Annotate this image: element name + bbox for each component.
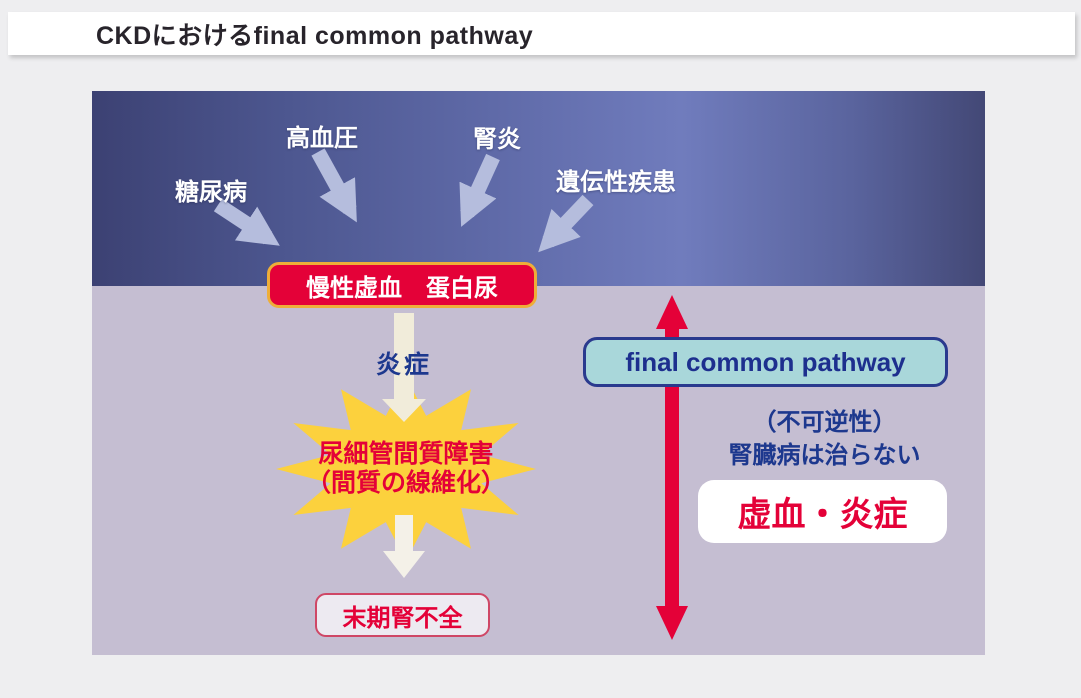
irreversible-note: （不可逆性） 腎臓病は治らない — [652, 406, 985, 472]
cause-label-nephritis: 腎炎 — [473, 126, 521, 153]
cause-arrow-diabetes-icon — [213, 198, 280, 246]
cause-label-hypertension: 高血圧 — [286, 125, 358, 152]
cause-arrow-nephritis-icon — [459, 153, 500, 227]
diagram-panel: 糖尿病 高血圧 腎炎 遺伝性疾患 慢性虚血 蛋白尿 炎症 尿細管間質障害 （間質… — [92, 91, 985, 655]
ischemia-inflammation-box: 虚血・炎症 — [698, 480, 947, 543]
cause-arrow-hereditary-icon — [538, 194, 594, 253]
starburst-text: 尿細管間質障害 （間質の線維化） — [276, 440, 536, 498]
starburst-text-line1: 尿細管間質障害 — [318, 440, 494, 468]
diagram-shapes — [213, 148, 688, 640]
cause-arrow-icons — [213, 148, 594, 253]
down-arrow-inflammation-icon — [382, 313, 426, 422]
starburst-shape — [276, 377, 536, 561]
inflammation-label: 炎症 — [375, 351, 432, 379]
page-title: CKDにおけるfinal common pathway — [96, 21, 534, 50]
cause-arrow-hypertension-icon — [311, 148, 357, 223]
double-arrow-pathway-icon — [656, 295, 688, 640]
final-common-pathway-box: final common pathway — [583, 337, 948, 387]
panel-top-background — [92, 91, 985, 286]
title-bar: CKDにおけるfinal common pathway — [8, 12, 1075, 55]
chronic-ischemia-proteinuria-box: 慢性虚血 蛋白尿 — [267, 262, 537, 308]
end-stage-renal-failure-box: 末期腎不全 — [315, 593, 490, 637]
cause-label-hereditary: 遺伝性疾患 — [556, 169, 676, 196]
irreversible-note-line2: 腎臓病は治らない — [728, 442, 921, 469]
down-arrow-esrd-icon — [383, 515, 425, 578]
irreversible-note-line1: （不可逆性） — [752, 409, 897, 436]
starburst-text-line2: （間質の線維化） — [305, 469, 506, 497]
cause-label-diabetes: 糖尿病 — [175, 179, 247, 206]
